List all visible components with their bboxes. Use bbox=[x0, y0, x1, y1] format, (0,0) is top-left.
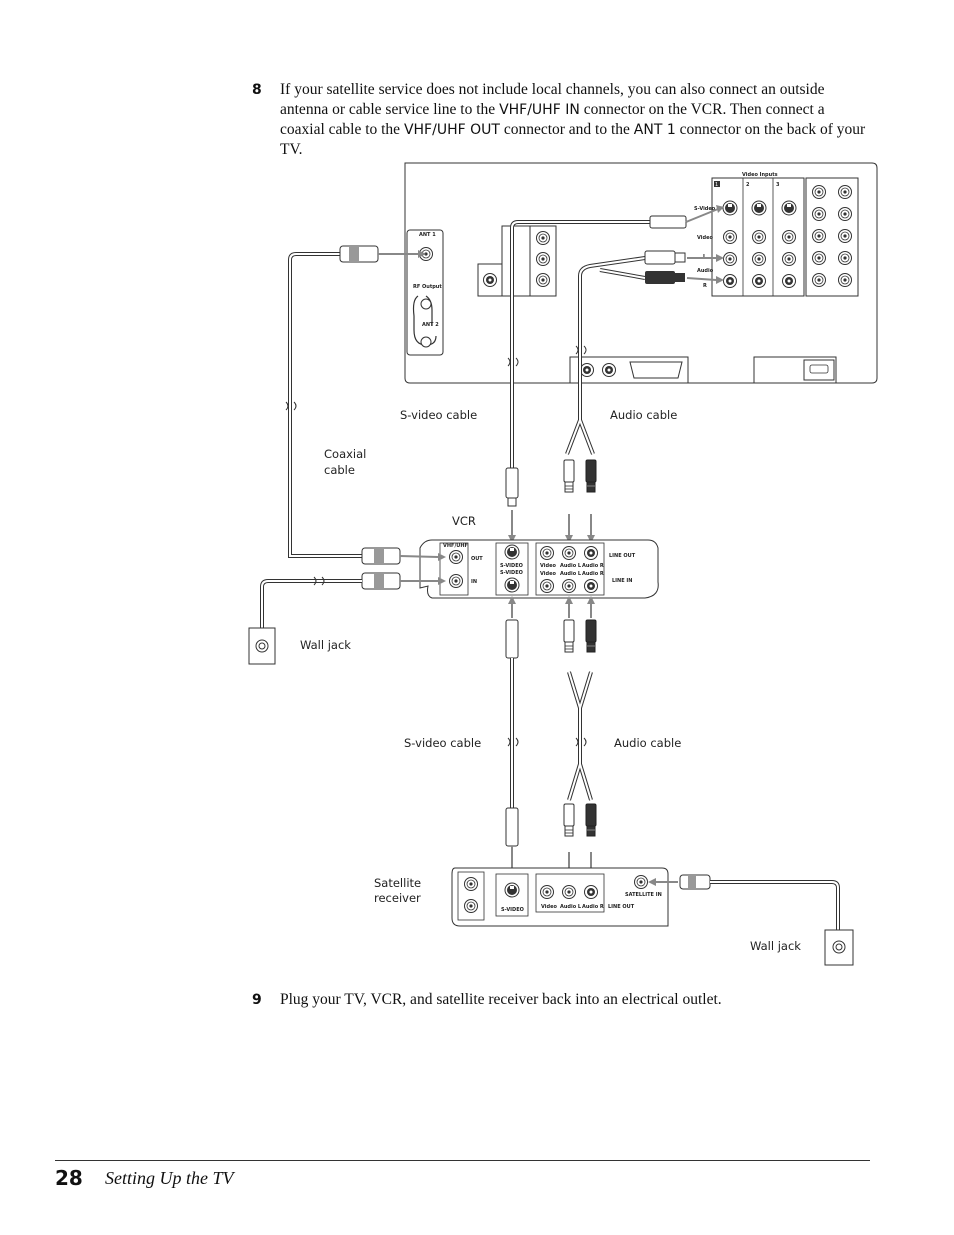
svideo-cable-bottom bbox=[505, 596, 519, 876]
svg-text:3: 3 bbox=[776, 182, 780, 188]
step-text: If your satellite service does not inclu… bbox=[280, 81, 866, 158]
audio-cable-bottom bbox=[563, 596, 597, 876]
svg-text:Audio L: Audio L bbox=[560, 563, 582, 569]
svg-text:Audio L: Audio L bbox=[560, 571, 582, 577]
svg-text:LINE OUT: LINE OUT bbox=[608, 904, 635, 910]
svideo-cable-label: S-video cable bbox=[404, 736, 481, 750]
satellite-cable bbox=[648, 874, 854, 966]
audio-cable-label: Audio cable bbox=[614, 736, 681, 750]
wall-jack-label: Wall jack bbox=[750, 939, 801, 953]
svg-text:Video: Video bbox=[541, 904, 557, 910]
svg-text:Video: Video bbox=[540, 563, 556, 569]
coaxial-cable-label-2: cable bbox=[324, 463, 355, 477]
svg-text:Audio R: Audio R bbox=[582, 904, 604, 910]
svg-text:Audio R: Audio R bbox=[582, 563, 604, 569]
satellite-receiver-label-2: receiver bbox=[374, 891, 421, 905]
step-number: 8 bbox=[252, 82, 262, 98]
audio-cable-top bbox=[563, 250, 724, 543]
coax-plugs-vcr bbox=[248, 547, 446, 665]
svg-text:S-VIDEO: S-VIDEO bbox=[501, 907, 524, 913]
coaxial-cable bbox=[285, 245, 426, 558]
svg-text:2: 2 bbox=[746, 182, 750, 188]
svg-text:Audio L: Audio L bbox=[560, 904, 582, 910]
video-inputs-label: Video Inputs bbox=[742, 172, 778, 178]
satellite-receiver-label: Satellite bbox=[374, 876, 421, 890]
svg-text:IN: IN bbox=[471, 579, 477, 585]
audio-cable-label: Audio cable bbox=[610, 408, 677, 422]
step-number: 9 bbox=[252, 992, 262, 1008]
ant1-label: ANT 1 bbox=[419, 232, 436, 238]
video-label: Video bbox=[697, 235, 713, 241]
svideo-cable-label: S-video cable bbox=[400, 408, 477, 422]
svideo-label: S-Video bbox=[694, 206, 716, 212]
vcr-label: VCR bbox=[452, 514, 476, 528]
svg-text:S-VIDEO: S-VIDEO bbox=[500, 563, 523, 569]
svg-text:R: R bbox=[703, 283, 707, 289]
svg-text:SATELLITE IN: SATELLITE IN bbox=[625, 892, 662, 898]
page-number: 28 bbox=[55, 1166, 83, 1190]
rf-output-label: RF Output bbox=[413, 284, 442, 290]
svg-text:VHF/UHF: VHF/UHF bbox=[443, 543, 468, 549]
step-text: Plug your TV, VCR, and satellite receive… bbox=[280, 991, 722, 1008]
ant2-label: ANT 2 bbox=[422, 322, 439, 328]
tv-back-panel: ANT 1 RF Output ANT 2 Video Inputs 1 2 3… bbox=[404, 162, 878, 384]
svg-text:Audio R: Audio R bbox=[582, 571, 604, 577]
footer-divider bbox=[55, 1160, 870, 1161]
svg-text:LINE OUT: LINE OUT bbox=[609, 553, 636, 559]
vcr: VHF/UHF OUT IN S-VIDEO S-VIDEO Video Aud… bbox=[419, 539, 659, 599]
svg-text:S-VIDEO: S-VIDEO bbox=[500, 570, 523, 576]
svideo-cable-top bbox=[505, 205, 724, 543]
section-title: Setting Up the TV bbox=[105, 1168, 234, 1188]
coaxial-cable-label: Coaxial bbox=[324, 447, 366, 461]
svg-text:1: 1 bbox=[715, 182, 718, 188]
svg-text:OUT: OUT bbox=[471, 556, 483, 562]
wall-jack-label: Wall jack bbox=[300, 638, 351, 652]
satellite-receiver: S-VIDEO Video Audio L Audio R LINE OUT S… bbox=[451, 867, 669, 927]
svg-text:LINE IN: LINE IN bbox=[612, 578, 632, 584]
svg-text:Video: Video bbox=[540, 571, 556, 577]
svg-text:Audio: Audio bbox=[697, 268, 714, 274]
